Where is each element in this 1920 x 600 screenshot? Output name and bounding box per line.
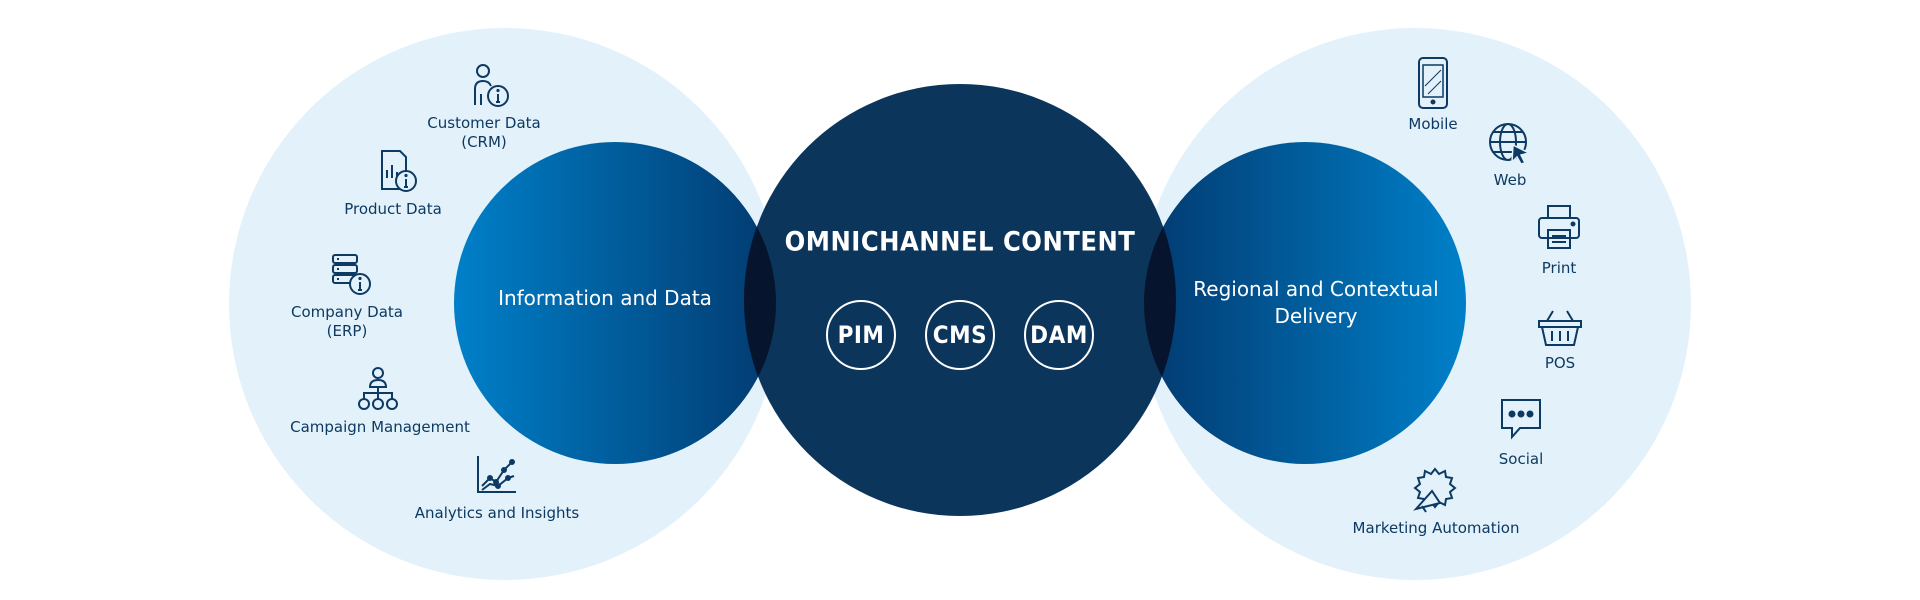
right-item-label: Web bbox=[1493, 171, 1527, 189]
right-inner-label-line1: Regional and Contextual bbox=[1193, 277, 1439, 301]
left-item-label: Analytics and Insights bbox=[414, 504, 580, 522]
org-hierarchy-icon bbox=[353, 365, 403, 419]
product-data-icon bbox=[373, 146, 423, 200]
chat-bubble-icon bbox=[1496, 394, 1546, 448]
right-inner-circle bbox=[1144, 142, 1466, 464]
right-item-label: POS bbox=[1544, 354, 1576, 372]
left-item-label: Customer Data(CRM) bbox=[427, 114, 541, 151]
right-item-label: Print bbox=[1541, 259, 1577, 277]
left-inner-circle bbox=[454, 142, 776, 464]
customer-info-icon bbox=[465, 61, 515, 115]
globe-cursor-icon bbox=[1485, 119, 1535, 173]
left-item-label: Product Data bbox=[344, 200, 442, 218]
company-database-icon bbox=[327, 249, 377, 303]
center-title: OMNICHANNEL CONTENT bbox=[784, 226, 1136, 258]
printer-icon bbox=[1534, 202, 1584, 256]
right-item-label: Marketing Automation bbox=[1352, 519, 1520, 537]
right-inner-label-line2: Delivery bbox=[1274, 304, 1358, 328]
megaphone-gear-icon bbox=[1410, 465, 1460, 519]
line-chart-icon bbox=[472, 450, 522, 504]
left-item-label: Campaign Management bbox=[290, 418, 470, 436]
cms-badge: CMS bbox=[925, 300, 995, 370]
left-item-label: Company Data(ERP) bbox=[291, 303, 403, 340]
right-item-label: Social bbox=[1498, 450, 1544, 468]
right-item-label: Mobile bbox=[1408, 115, 1458, 133]
mobile-phone-icon bbox=[1408, 56, 1458, 114]
pim-badge: PIM bbox=[826, 300, 896, 370]
dam-badge: DAM bbox=[1024, 300, 1094, 370]
left-inner-label: Information and Data bbox=[498, 286, 712, 310]
shopping-basket-icon bbox=[1535, 303, 1585, 357]
right-inner-label: Regional and Contextual Delivery bbox=[1193, 276, 1438, 330]
